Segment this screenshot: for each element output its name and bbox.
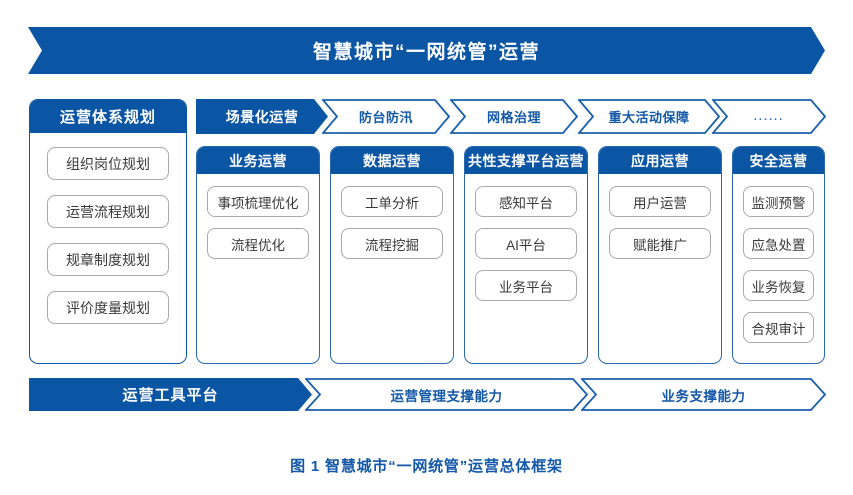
list-item[interactable]: 业务恢复 bbox=[743, 270, 814, 301]
main-title-banner: 智慧城市“一网统管”运营 bbox=[28, 27, 825, 74]
list-item[interactable]: 运营流程规划 bbox=[47, 195, 169, 228]
list-item-label: 组织岗位规划 bbox=[66, 155, 150, 172]
list-item[interactable]: 事项梳理优化 bbox=[207, 186, 309, 217]
list-item[interactable]: 感知平台 bbox=[475, 186, 577, 217]
card-title: 数据运营 bbox=[363, 152, 421, 169]
arrow-grid-governance[interactable]: 网格治理 bbox=[450, 99, 578, 134]
card-title: 共性支撑平台运营 bbox=[468, 152, 584, 169]
card-title: 业务运营 bbox=[229, 152, 287, 169]
list-item-label: 流程优化 bbox=[231, 237, 285, 253]
main-title-text: 智慧城市“一网统管”运营 bbox=[312, 42, 540, 63]
card-body: 感知平台 AI平台 业务平台 bbox=[465, 174, 587, 301]
list-item[interactable]: 工单分析 bbox=[341, 186, 443, 217]
list-item-label: 赋能推广 bbox=[633, 237, 687, 253]
list-item[interactable]: 评价度量规划 bbox=[47, 291, 169, 324]
figure-caption: 图 1 智慧城市“一网统管”运营总体框架 bbox=[290, 458, 563, 475]
card-header: 运营体系规划 bbox=[30, 100, 186, 133]
list-item[interactable]: 规章制度规划 bbox=[47, 243, 169, 276]
list-item[interactable]: 流程优化 bbox=[207, 228, 309, 259]
card-header: 业务运营 bbox=[197, 147, 319, 174]
list-item[interactable]: 监测预警 bbox=[743, 186, 814, 217]
list-item-label: 合规审计 bbox=[751, 321, 806, 337]
list-item[interactable]: 用户运营 bbox=[609, 186, 711, 217]
card-security-operation: 安全运营 监测预警 应急处置 业务恢复 合规审计 bbox=[732, 146, 825, 364]
card-body: 事项梳理优化 流程优化 bbox=[197, 174, 319, 259]
arrow-business-support[interactable]: 业务支撑能力 bbox=[581, 378, 826, 411]
card-body: 监测预警 应急处置 业务恢复 合规审计 bbox=[733, 174, 824, 343]
arrow-label: 重大活动保障 bbox=[608, 110, 690, 125]
list-item-label: 规章制度规划 bbox=[66, 251, 150, 268]
list-item-label: 感知平台 bbox=[499, 195, 553, 211]
list-item[interactable]: 组织岗位规划 bbox=[47, 147, 169, 180]
card-header: 共性支撑平台运营 bbox=[465, 147, 587, 174]
arrow-operation-tool-platform[interactable]: 运营工具平台 bbox=[29, 378, 312, 411]
list-item-label: 监测预警 bbox=[751, 195, 806, 211]
list-item-label: 事项梳理优化 bbox=[217, 195, 299, 211]
card-business-operation: 业务运营 事项梳理优化 流程优化 bbox=[196, 146, 320, 364]
card-title: 应用运营 bbox=[631, 152, 689, 169]
scenario-arrow-row: 场景化运营 防台防汛 网格治理 重大活动保障 ...... bbox=[196, 99, 826, 134]
card-application-operation: 应用运营 用户运营 赋能推广 bbox=[598, 146, 722, 364]
list-item-label: 业务平台 bbox=[499, 279, 553, 295]
card-title: 安全运营 bbox=[749, 152, 808, 169]
arrow-major-event-assurance[interactable]: 重大活动保障 bbox=[578, 99, 720, 134]
arrow-label: 运营工具平台 bbox=[122, 387, 219, 404]
card-header: 数据运营 bbox=[331, 147, 453, 174]
arrow-label: 运营管理支撑能力 bbox=[390, 388, 503, 404]
list-item[interactable]: 合规审计 bbox=[743, 312, 814, 343]
arrow-label: 场景化运营 bbox=[225, 108, 299, 125]
chevron-arrow-icon bbox=[712, 99, 826, 134]
card-header: 安全运营 bbox=[733, 147, 824, 174]
chevron-arrow-icon bbox=[578, 99, 720, 134]
list-item-label: 流程挖掘 bbox=[365, 237, 419, 253]
list-item[interactable]: 流程挖掘 bbox=[341, 228, 443, 259]
chevron-arrow-icon bbox=[581, 378, 826, 411]
list-item[interactable]: AI平台 bbox=[475, 228, 577, 259]
card-header: 应用运营 bbox=[599, 147, 721, 174]
card-body: 工单分析 流程挖掘 bbox=[331, 174, 453, 259]
tool-platform-arrow-row: 运营工具平台 运营管理支撑能力 业务支撑能力 bbox=[29, 378, 826, 411]
arrow-label: 防台防汛 bbox=[358, 110, 413, 125]
card-data-operation: 数据运营 工单分析 流程挖掘 bbox=[330, 146, 454, 364]
card-common-platform-operation: 共性支撑平台运营 感知平台 AI平台 业务平台 bbox=[464, 146, 588, 364]
chevron-arrow-icon bbox=[322, 99, 450, 134]
card-operation-system-planning: 运营体系规划 组织岗位规划 运营流程规划 规章制度规划 评价度量规划 bbox=[29, 99, 187, 364]
chevron-arrow-icon bbox=[450, 99, 578, 134]
arrow-scenario-operation[interactable]: 场景化运营 bbox=[196, 99, 328, 134]
card-body: 组织岗位规划 运营流程规划 规章制度规划 评价度量规划 bbox=[30, 133, 186, 324]
list-item-label: 业务恢复 bbox=[751, 279, 806, 295]
arrow-label: 网格治理 bbox=[486, 110, 541, 125]
card-title: 运营体系规划 bbox=[59, 109, 156, 126]
list-item-label: 评价度量规划 bbox=[66, 299, 150, 316]
list-item-label: 用户运营 bbox=[633, 195, 687, 211]
list-item-label: 工单分析 bbox=[365, 195, 419, 211]
list-item-label: 应急处置 bbox=[751, 237, 806, 253]
list-item[interactable]: 赋能推广 bbox=[609, 228, 711, 259]
arrow-label: 业务支撑能力 bbox=[661, 388, 746, 404]
arrow-label: ...... bbox=[753, 110, 785, 123]
list-item-label: 运营流程规划 bbox=[66, 203, 150, 220]
chevron-arrow-icon bbox=[305, 378, 588, 411]
arrow-more[interactable]: ...... bbox=[712, 99, 826, 134]
arrow-typhoon-flood[interactable]: 防台防汛 bbox=[322, 99, 450, 134]
arrow-operation-management-support[interactable]: 运营管理支撑能力 bbox=[305, 378, 588, 411]
list-item-label: AI平台 bbox=[506, 237, 546, 253]
list-item[interactable]: 应急处置 bbox=[743, 228, 814, 259]
card-body: 用户运营 赋能推广 bbox=[599, 174, 721, 259]
list-item[interactable]: 业务平台 bbox=[475, 270, 577, 301]
